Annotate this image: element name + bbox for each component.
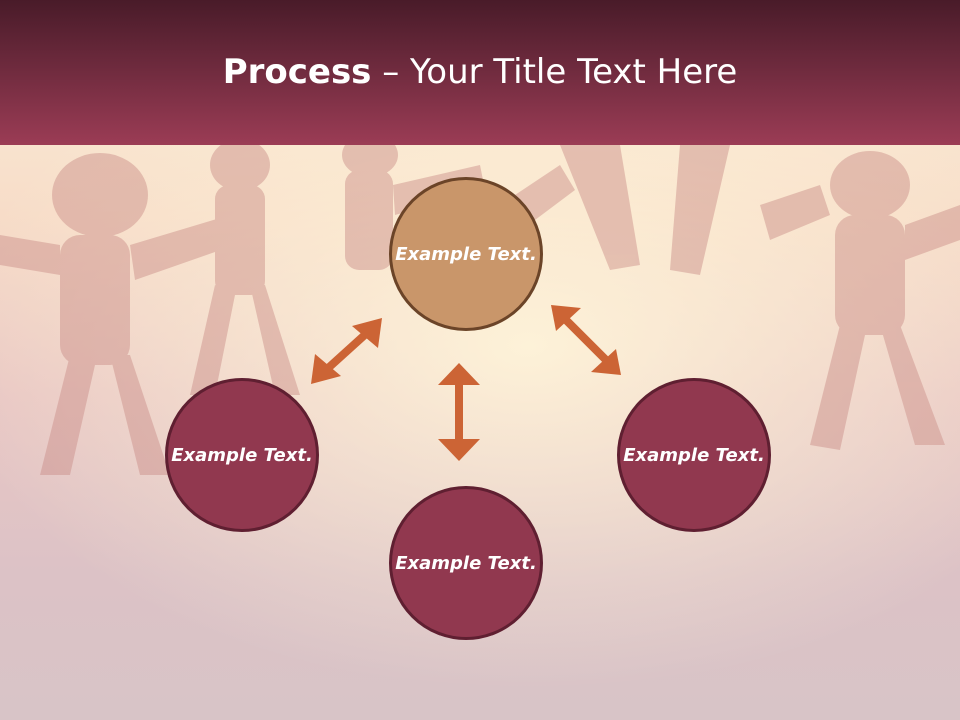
arrow-vertical: [438, 363, 480, 461]
title-bar: [0, 0, 960, 145]
title-rest-text: – Your Title Text Here: [371, 52, 738, 92]
slide-title[interactable]: Process – Your Title Text Here: [0, 52, 960, 92]
process-node-right[interactable]: Example Text.: [617, 378, 771, 532]
process-node-top[interactable]: Example Text.: [389, 177, 543, 331]
process-node-left[interactable]: Example Text.: [165, 378, 319, 532]
arrow-left-diagonal: [311, 318, 382, 384]
arrow-right-diagonal: [551, 305, 621, 375]
process-node-bottom[interactable]: Example Text.: [389, 486, 543, 640]
title-bold-text: Process: [222, 52, 372, 92]
